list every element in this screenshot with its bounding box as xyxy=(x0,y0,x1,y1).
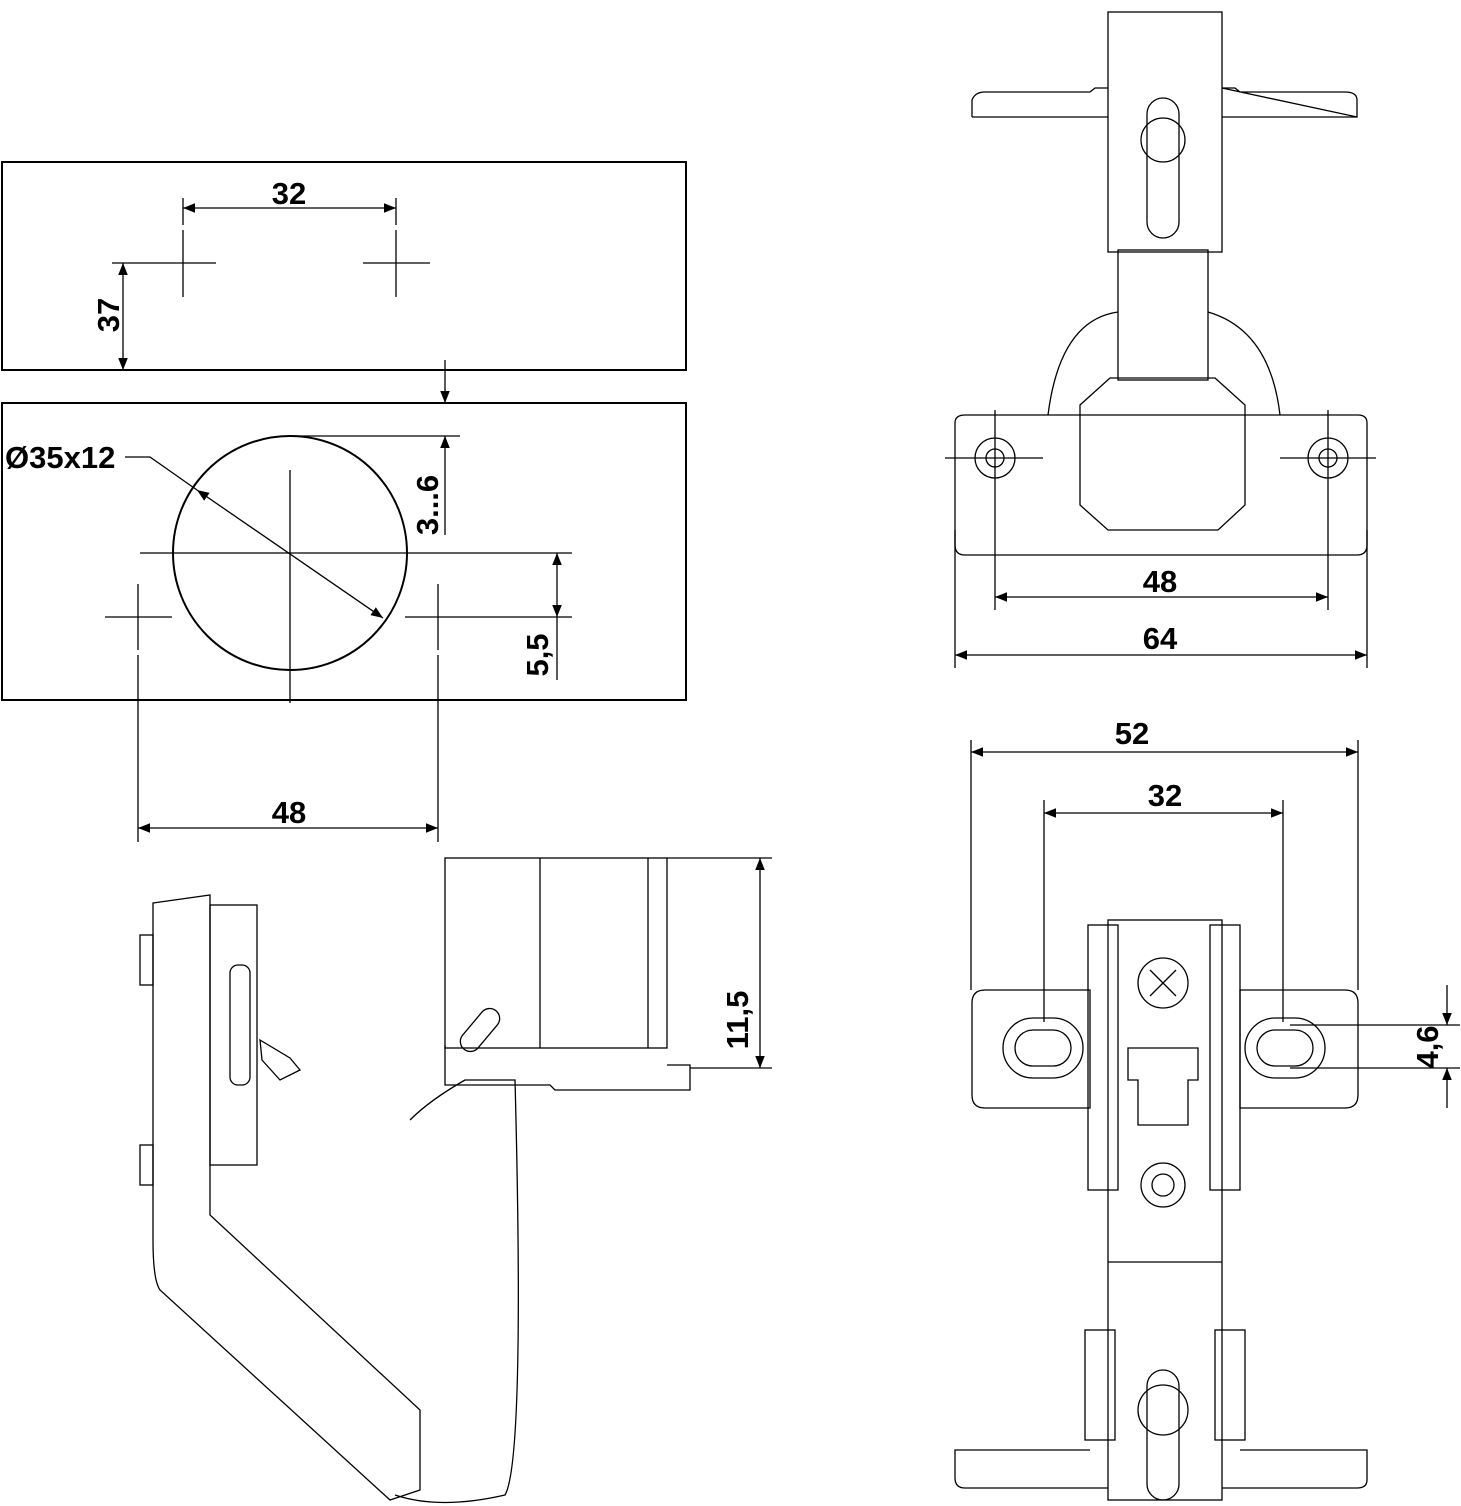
dim-64: 64 xyxy=(1143,621,1178,656)
dim-37: 37 xyxy=(91,298,126,332)
dim-48-hinge: 48 xyxy=(1143,564,1177,599)
dim-48-cup: 48 xyxy=(272,795,306,830)
dim-52: 52 xyxy=(1115,716,1149,751)
dim-3-6: 3...6 xyxy=(410,475,445,535)
dim-11-5: 11,5 xyxy=(720,991,755,1050)
crosshair-marks xyxy=(112,198,430,297)
dim-32-plate: 32 xyxy=(1148,778,1182,813)
dim-32-top: 32 xyxy=(272,176,306,211)
hinge-front-view xyxy=(954,740,1460,1501)
hinge-top-view xyxy=(945,11,1376,668)
cup-drilling-view: 3...6 Ø35x12 5,5 48 xyxy=(1,360,687,842)
hinge-side-view xyxy=(139,857,772,1504)
dim-4-6: 4,6 xyxy=(1410,1025,1445,1068)
mounting-plate-drilling-view: 32 37 xyxy=(1,161,687,371)
dim-5-5: 5,5 xyxy=(520,633,555,676)
dim-cup-diameter: Ø35x12 xyxy=(5,440,115,475)
